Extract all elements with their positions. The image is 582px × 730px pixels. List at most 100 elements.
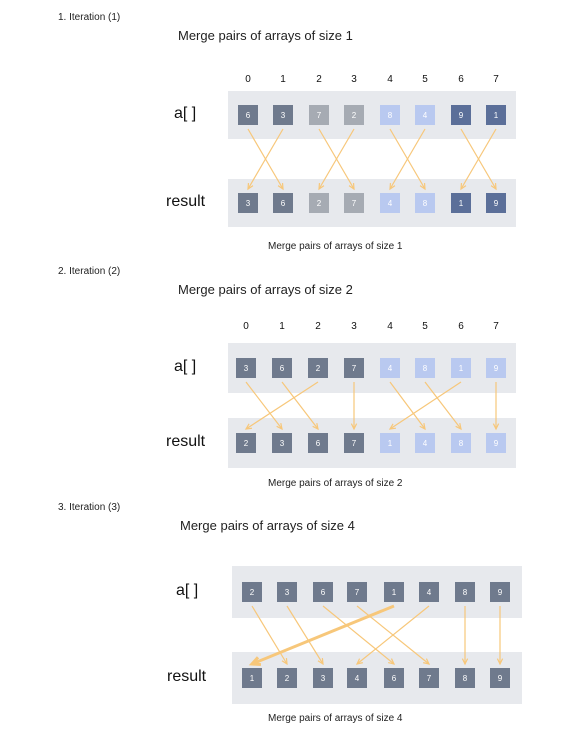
section-caption: Merge pairs of arrays of size 1 — [268, 241, 403, 252]
result-cell: 1 — [242, 668, 262, 688]
result-cell: 3 — [238, 193, 258, 213]
arrow-head — [248, 656, 262, 667]
array-cell: 4 — [380, 358, 400, 378]
index-label: 3 — [351, 321, 357, 332]
array-cell: 9 — [490, 582, 510, 602]
array-cell: 3 — [277, 582, 297, 602]
arrow-head — [348, 182, 355, 191]
arrow-head — [423, 658, 431, 665]
index-label: 7 — [493, 321, 499, 332]
move-arrow — [245, 381, 319, 430]
arrow-head — [461, 658, 469, 666]
move-arrow — [251, 604, 395, 666]
array-cell: 6 — [238, 105, 258, 125]
arrow-head — [318, 182, 325, 191]
move-arrow — [251, 605, 288, 665]
result-cell: 1 — [380, 433, 400, 453]
array-cell: 1 — [451, 358, 471, 378]
array-cell: 8 — [455, 582, 475, 602]
array-cell: 8 — [415, 358, 435, 378]
move-arrow — [389, 381, 462, 430]
index-label: 2 — [316, 74, 322, 85]
arrow-head — [388, 658, 396, 665]
result-cell: 8 — [451, 433, 471, 453]
result-cell: 9 — [490, 668, 510, 688]
arrow-head — [490, 182, 497, 191]
section-heading: Merge pairs of arrays of size 1 — [178, 28, 353, 43]
index-label: 5 — [422, 321, 428, 332]
index-label: 4 — [387, 321, 393, 332]
index-label: 2 — [315, 321, 321, 332]
result-cell: 9 — [486, 433, 506, 453]
index-label: 7 — [493, 74, 499, 85]
result-cell: 7 — [419, 668, 439, 688]
result-cell: 6 — [384, 668, 404, 688]
arrow-head — [276, 423, 283, 431]
arrow-head — [389, 182, 396, 191]
arrow-head — [355, 658, 363, 665]
index-label: 0 — [243, 321, 249, 332]
array-cell: 2 — [308, 358, 328, 378]
result-cell: 2 — [277, 668, 297, 688]
iteration-label: 3. Iteration (3) — [58, 502, 121, 513]
array-cell: 4 — [415, 105, 435, 125]
arrow-head — [277, 182, 284, 191]
array-cell: 1 — [486, 105, 506, 125]
array-cell: 9 — [451, 105, 471, 125]
array-cell: 7 — [309, 105, 329, 125]
arrow-head — [419, 182, 426, 191]
result-cell: 1 — [451, 193, 471, 213]
result-label: result — [167, 668, 207, 685]
move-arrow — [245, 381, 283, 430]
index-label: 1 — [279, 321, 285, 332]
array-label: a[ ] — [174, 358, 197, 375]
result-cell: 8 — [455, 668, 475, 688]
section-heading: Merge pairs of arrays of size 4 — [180, 518, 355, 533]
iteration-label: 2. Iteration (2) — [58, 266, 121, 277]
arrow-head — [350, 423, 358, 431]
array-cell: 2 — [242, 582, 262, 602]
array-cell: 9 — [486, 358, 506, 378]
array-cell: 1 — [384, 582, 404, 602]
move-arrow — [356, 605, 430, 665]
arrow-head — [388, 423, 397, 430]
array-cell: 6 — [313, 582, 333, 602]
result-cell: 4 — [380, 193, 400, 213]
arrow-head — [455, 423, 462, 431]
result-cell: 2 — [236, 433, 256, 453]
array-cell: 4 — [419, 582, 439, 602]
result-cell: 8 — [415, 193, 435, 213]
array-label: a[ ] — [174, 105, 197, 122]
arrow-head — [244, 423, 253, 430]
index-label: 6 — [458, 74, 464, 85]
index-label: 1 — [280, 74, 286, 85]
array-cell: 2 — [344, 105, 364, 125]
move-arrow — [460, 128, 497, 190]
section-caption: Merge pairs of arrays of size 4 — [268, 713, 403, 724]
array-label: a[ ] — [176, 582, 199, 599]
move-arrow — [322, 605, 395, 665]
result-cell: 3 — [272, 433, 292, 453]
index-label: 4 — [387, 74, 393, 85]
index-label: 5 — [422, 74, 428, 85]
array-cell: 3 — [236, 358, 256, 378]
arrow-head — [281, 657, 288, 666]
result-label: result — [166, 193, 206, 210]
arrow-head — [247, 182, 254, 191]
move-arrow — [247, 128, 284, 190]
result-label: result — [166, 433, 206, 450]
arrow-head — [312, 423, 319, 431]
section-heading: Merge pairs of arrays of size 2 — [178, 282, 353, 297]
arrow-head — [317, 657, 324, 666]
move-arrow — [318, 128, 355, 190]
result-cell: 7 — [344, 433, 364, 453]
move-arrow — [286, 605, 324, 665]
iteration-label: 1. Iteration (1) — [58, 12, 121, 23]
result-cell: 3 — [313, 668, 333, 688]
index-label: 0 — [245, 74, 251, 85]
array-cell: 7 — [344, 358, 364, 378]
result-cell: 6 — [273, 193, 293, 213]
